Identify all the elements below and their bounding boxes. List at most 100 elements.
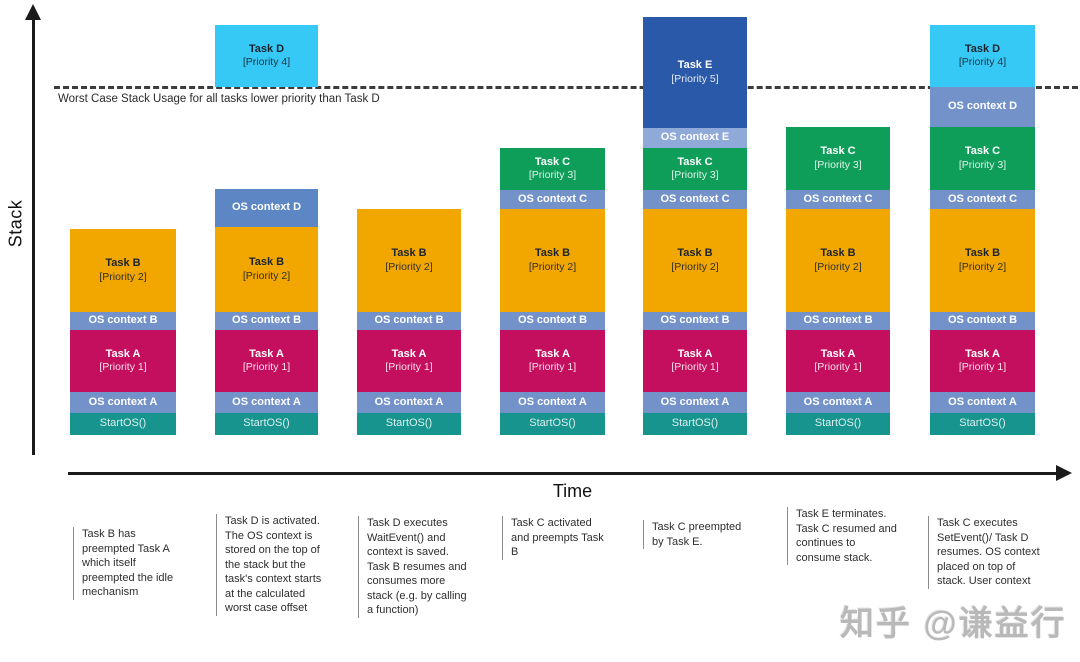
segment-label: OS context D xyxy=(947,100,1018,113)
worst-case-label: Worst Case Stack Usage for all tasks low… xyxy=(58,93,380,105)
segment-label: OS context B xyxy=(947,314,1018,327)
segment-task-c: Task C[Priority 3] xyxy=(643,148,747,190)
segment-label: OS context A xyxy=(232,395,301,408)
segment-task-e: Task E[Priority 5] xyxy=(643,17,747,128)
segment-task-b: Task B[Priority 2] xyxy=(786,209,890,312)
segment-os-context-b: OS context B xyxy=(643,312,747,330)
segment-sublabel: [Priority 4] xyxy=(242,56,291,69)
segment-task-b: Task B[Priority 2] xyxy=(500,209,605,312)
segment-os-context-a: OS context A xyxy=(930,392,1035,413)
segment-label: Task B xyxy=(964,247,1001,260)
annotation-6: Task E terminates. Task C resumed and co… xyxy=(787,507,902,566)
segment-os-context-b: OS context B xyxy=(500,312,605,330)
segment-label: StartOS() xyxy=(529,417,576,430)
segment-task-b: Task B[Priority 2] xyxy=(643,209,747,312)
segment-startos: StartOS() xyxy=(643,413,747,435)
segment-task-a: Task A[Priority 1] xyxy=(70,330,176,392)
segment-label: Task C xyxy=(820,145,856,158)
segment-label: OS context B xyxy=(231,314,302,327)
time-axis xyxy=(68,472,1060,475)
segment-sublabel: [Priority 1] xyxy=(528,361,577,374)
segment-task-b: Task B[Priority 2] xyxy=(357,209,461,312)
segment-os-context-c: OS context C xyxy=(643,190,747,209)
annotation-2: Task D is activated. The OS context is s… xyxy=(216,514,332,616)
segment-os-context-e: OS context E xyxy=(643,128,747,148)
segment-label: StartOS() xyxy=(959,417,1006,430)
segment-label: StartOS() xyxy=(385,417,433,430)
segment-label: OS context A xyxy=(518,395,587,408)
segment-os-context-b: OS context B xyxy=(357,312,461,330)
segment-label: StartOS() xyxy=(243,417,290,430)
segment-label: Task A xyxy=(249,347,284,360)
segment-task-a: Task A[Priority 1] xyxy=(357,330,461,392)
segment-label: OS context C xyxy=(803,192,873,205)
segment-label: OS context E xyxy=(660,131,730,144)
segment-label: Task B xyxy=(820,247,856,260)
segment-os-context-d: OS context D xyxy=(215,189,318,227)
segment-label: Task E xyxy=(677,59,713,72)
segment-label: Task A xyxy=(820,347,856,360)
segment-os-context-b: OS context B xyxy=(786,312,890,330)
segment-label: OS context C xyxy=(517,192,588,205)
segment-label: StartOS() xyxy=(99,417,147,430)
segment-sublabel: [Priority 3] xyxy=(528,169,577,182)
segment-label: OS context A xyxy=(660,395,730,408)
segment-label: OS context B xyxy=(803,314,873,327)
segment-os-context-a: OS context A xyxy=(786,392,890,413)
segment-os-context-b: OS context B xyxy=(215,312,318,330)
segment-task-c: Task C[Priority 3] xyxy=(500,148,605,190)
segment-os-context-b: OS context B xyxy=(930,312,1035,330)
segment-sublabel: [Priority 1] xyxy=(671,361,719,374)
segment-sublabel: [Priority 1] xyxy=(99,361,147,374)
segment-task-a: Task A[Priority 1] xyxy=(643,330,747,392)
segment-sublabel: [Priority 2] xyxy=(385,260,433,273)
segment-sublabel: [Priority 5] xyxy=(671,72,719,85)
segment-sublabel: [Priority 2] xyxy=(958,260,1007,273)
worst-case-dashed-line xyxy=(54,86,1078,89)
segment-sublabel: [Priority 1] xyxy=(814,361,862,374)
segment-label: Task B xyxy=(391,247,427,260)
segment-os-context-a: OS context A xyxy=(357,392,461,413)
segment-label: Task A xyxy=(965,347,1000,360)
segment-label: Task C xyxy=(964,145,1001,158)
segment-label: Task D xyxy=(964,42,1001,55)
segment-sublabel: [Priority 2] xyxy=(99,270,147,283)
segment-os-context-d: OS context D xyxy=(930,87,1035,127)
segment-label: OS context A xyxy=(374,395,444,408)
segment-sublabel: [Priority 3] xyxy=(958,158,1007,171)
segment-sublabel: [Priority 3] xyxy=(814,158,862,171)
segment-task-a: Task A[Priority 1] xyxy=(930,330,1035,392)
segment-sublabel: [Priority 2] xyxy=(528,260,577,273)
segment-label: OS context D xyxy=(231,201,302,214)
segment-startos: StartOS() xyxy=(70,413,176,435)
segment-sublabel: [Priority 2] xyxy=(671,260,719,273)
segment-os-context-a: OS context A xyxy=(500,392,605,413)
time-axis-arrowhead xyxy=(1056,465,1072,481)
segment-label: OS context B xyxy=(517,314,588,327)
segment-task-a: Task A[Priority 1] xyxy=(500,330,605,392)
segment-task-b: Task B[Priority 2] xyxy=(70,229,176,312)
segment-os-context-a: OS context A xyxy=(643,392,747,413)
segment-sublabel: [Priority 2] xyxy=(814,260,862,273)
segment-sublabel: [Priority 2] xyxy=(242,269,291,282)
segment-label: Task A xyxy=(677,347,713,360)
segment-label: StartOS() xyxy=(671,417,719,430)
segment-startos: StartOS() xyxy=(930,413,1035,435)
segment-task-c: Task C[Priority 3] xyxy=(930,127,1035,190)
segment-task-b: Task B[Priority 2] xyxy=(930,209,1035,312)
segment-label: Task A xyxy=(105,347,141,360)
segment-task-c: Task C[Priority 3] xyxy=(786,127,890,190)
segment-sublabel: [Priority 1] xyxy=(958,361,1007,374)
segment-label: Task C xyxy=(677,155,713,168)
segment-os-context-b: OS context B xyxy=(70,312,176,330)
stack-axis xyxy=(32,14,35,455)
segment-label: OS context A xyxy=(948,395,1017,408)
annotation-1: Task B has preempted Task A which itself… xyxy=(73,527,182,600)
segment-label: Task B xyxy=(105,257,141,270)
segment-label: Task B xyxy=(248,256,285,269)
annotation-5: Task C preempted by Task E. xyxy=(643,520,744,550)
segment-label: OS context A xyxy=(803,395,873,408)
annotation-3: Task D executes WaitEvent() and context … xyxy=(358,516,472,618)
stack-axis-arrowhead xyxy=(25,4,41,20)
